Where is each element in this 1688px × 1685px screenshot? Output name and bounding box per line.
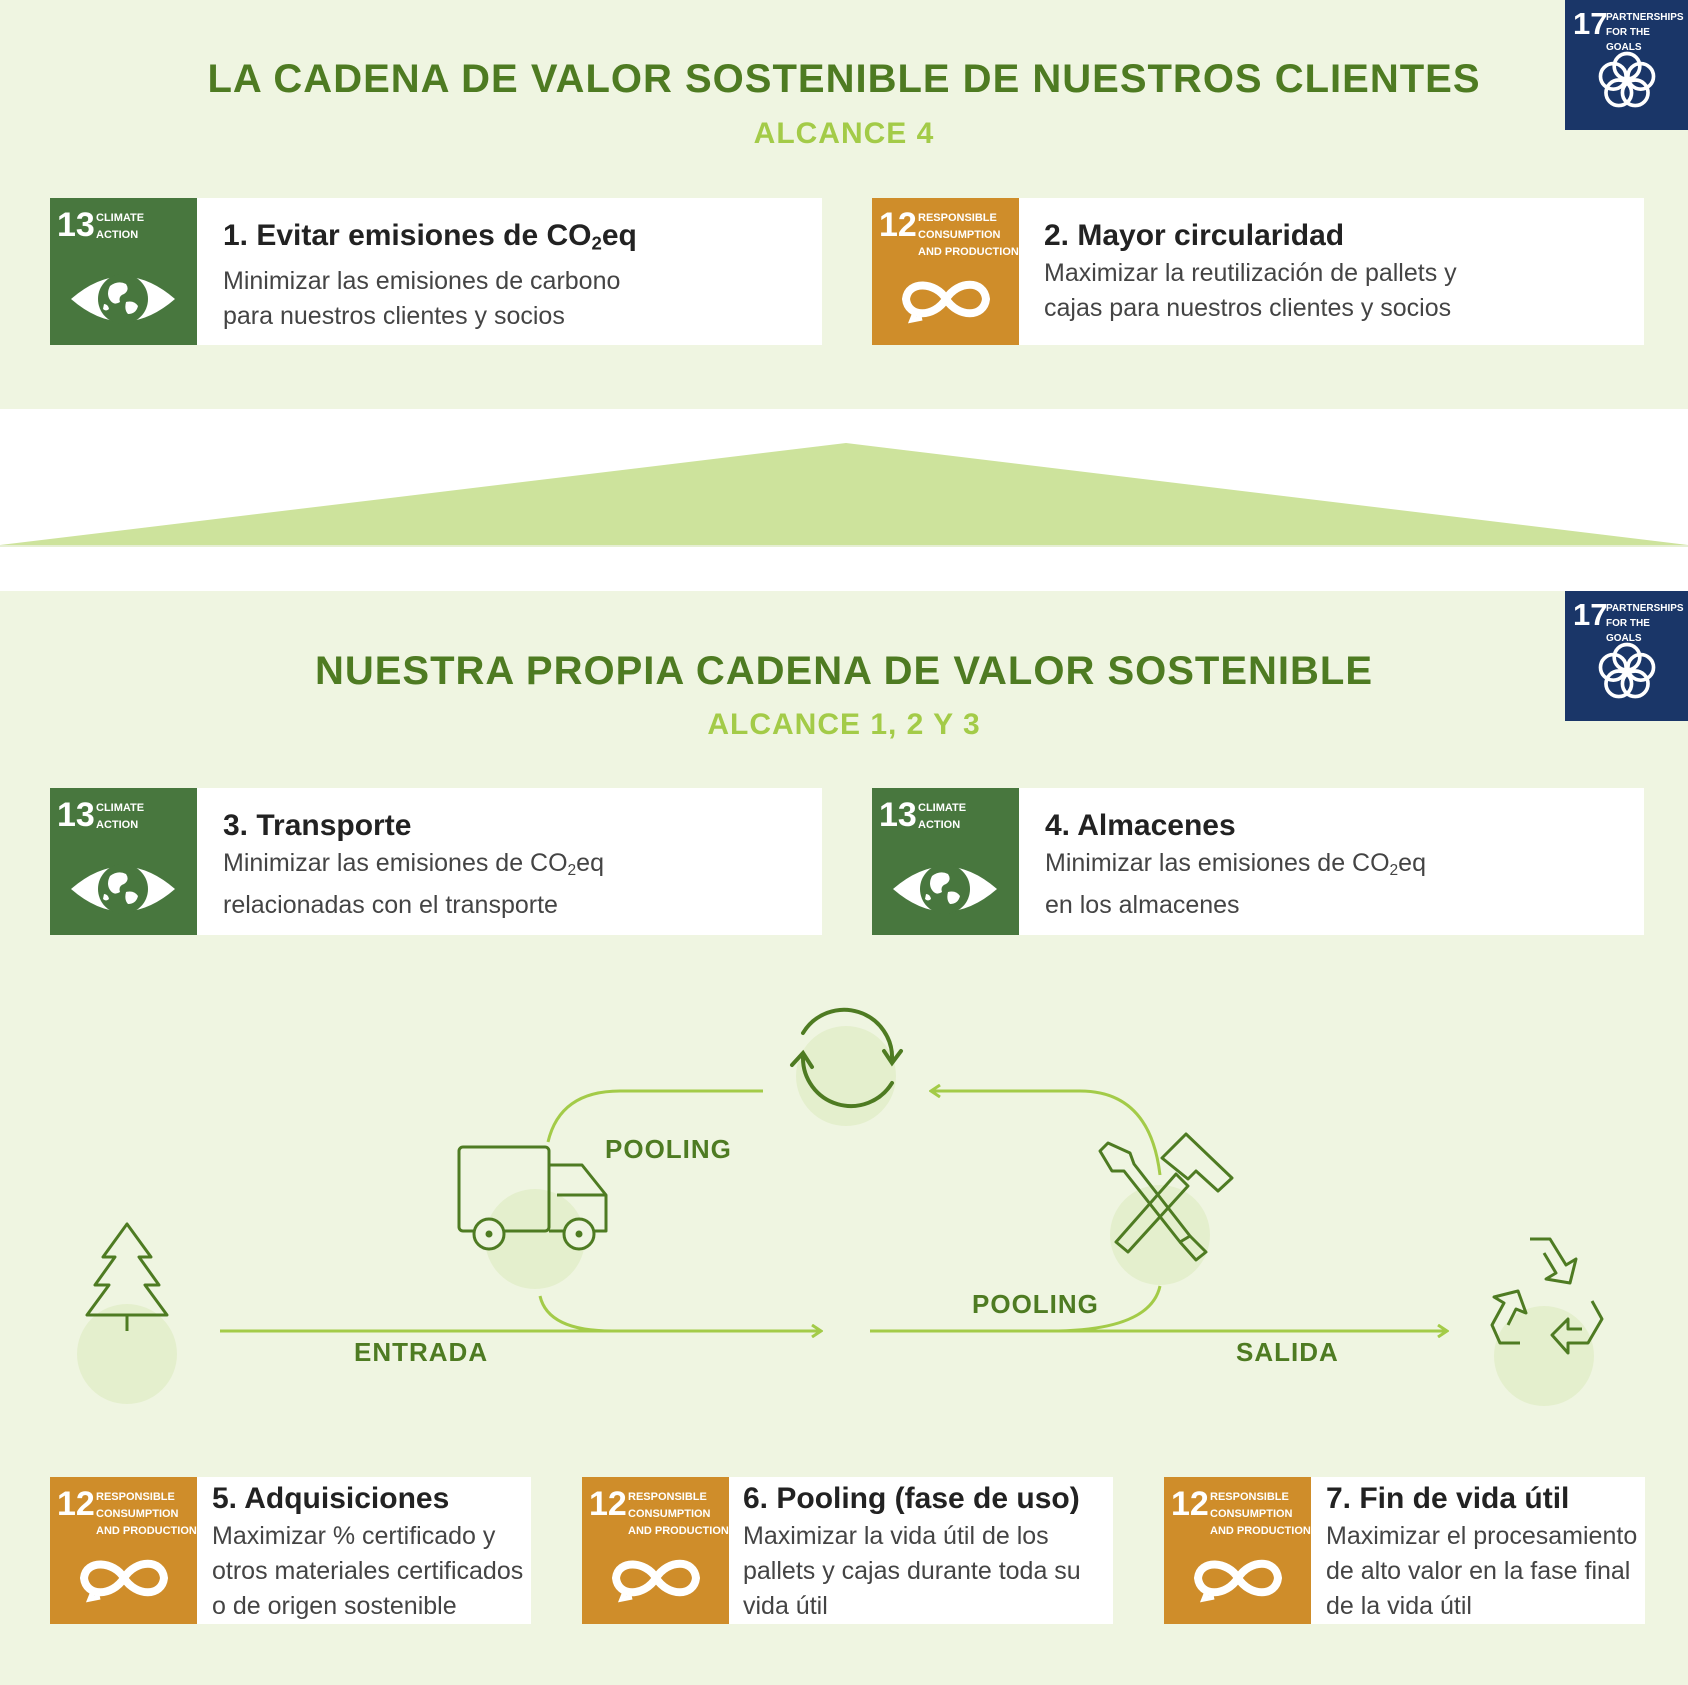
bottom-panel: NUESTRA PROPIA CADENA DE VALOR SOSTENIBL… <box>0 591 1688 1685</box>
sdg13-badge: 13 CLIMATE ACTION <box>872 788 1019 935</box>
recycle-icon <box>1490 1237 1604 1355</box>
truck-circle <box>485 1189 585 1289</box>
pooling-top-label: POOLING <box>605 1134 732 1164</box>
card-warehouses: 13 CLIMATE ACTION 4. Almacenes Minimizar… <box>872 788 1644 935</box>
pooling-bottom-label: POOLING <box>972 1289 1099 1319</box>
infinity-arrow-icon <box>74 1553 174 1603</box>
card-title: 4. Almacenes <box>1045 809 1236 842</box>
tools-circle <box>1110 1185 1210 1285</box>
card-procurement: 12 RESPONSIBLE CONSUMPTION AND PRODUCTIO… <box>50 1477 531 1624</box>
card-circularity: 12 RESPONSIBLE CONSUMPTION AND PRODUCTIO… <box>872 198 1644 345</box>
flower-rings-icon <box>1595 48 1659 112</box>
sdg17-number: 17 <box>1573 6 1608 41</box>
card-title: 5. Adquisiciones <box>212 1482 450 1515</box>
sdg13-badge: 13 CLIMATE ACTION <box>50 198 197 345</box>
tree-icon <box>85 1222 169 1331</box>
entrada-label: ENTRADA <box>354 1337 489 1367</box>
pooling-bottom-right-curve <box>1049 1285 1162 1333</box>
infinity-arrow-icon <box>1188 1553 1288 1603</box>
salida-label: SALIDA <box>1236 1337 1339 1367</box>
bottom-section-subtitle: ALCANCE 1, 2 Y 3 <box>707 708 981 741</box>
sdg13-badge: 13 CLIMATE ACTION <box>50 788 197 935</box>
top-section-subtitle: ALCANCE 4 <box>753 117 935 150</box>
tree-circle <box>77 1304 177 1404</box>
top-panel: LA CADENA DE VALOR SOSTENIBLE DE NUESTRO… <box>0 0 1688 409</box>
cycle-arrows-icon <box>790 1007 903 1109</box>
card-pooling-use: 12 RESPONSIBLE CONSUMPTION AND PRODUCTIO… <box>582 1477 1113 1624</box>
top-section-title: LA CADENA DE VALOR SOSTENIBLE DE NUESTRO… <box>207 57 1481 101</box>
card-avoid-emissions: 13 CLIMATE ACTION 1. Evitar emisiones de… <box>50 198 822 345</box>
tools-icon <box>1098 1132 1234 1262</box>
sdg12-badge: 12 RESPONSIBLE CONSUMPTION AND PRODUCTIO… <box>872 198 1019 345</box>
infinity-arrow-icon <box>896 274 996 324</box>
card-title: 6. Pooling (fase de uso) <box>743 1482 1080 1515</box>
recycle-circle <box>1494 1306 1594 1406</box>
sdg12-badge: 12 RESPONSIBLE CONSUMPTION AND PRODUCTIO… <box>50 1477 197 1624</box>
bottom-section-title: NUESTRA PROPIA CADENA DE VALOR SOSTENIBL… <box>314 649 1374 693</box>
card-end-of-life: 12 RESPONSIBLE CONSUMPTION AND PRODUCTIO… <box>1164 1477 1645 1624</box>
sdg12-badge: 12 RESPONSIBLE CONSUMPTION AND PRODUCTIO… <box>1164 1477 1311 1624</box>
card-title: 7. Fin de vida útil <box>1326 1482 1570 1515</box>
scope-connector <box>0 443 1688 547</box>
pooling-top-left-curve <box>546 1089 763 1143</box>
card-title: 1. Evitar emisiones de CO2eq <box>223 219 637 254</box>
sdg12-badge: 12 RESPONSIBLE CONSUMPTION AND PRODUCTIO… <box>582 1477 729 1624</box>
card-title: 2. Mayor circularidad <box>1044 219 1345 252</box>
value-chain-flow <box>77 1007 1604 1406</box>
infinity-arrow-icon <box>606 1553 706 1603</box>
card-title: 3. Transporte <box>223 809 412 842</box>
truck-icon <box>457 1145 608 1251</box>
eye-globe-icon <box>68 266 178 332</box>
cycle-circle <box>796 1026 896 1126</box>
pooling-bottom-left-curve <box>538 1295 613 1333</box>
pooling-top-right-arrow <box>932 1091 1162 1176</box>
card-transport: 13 CLIMATE ACTION 3. Transporte Minimiza… <box>50 788 822 935</box>
